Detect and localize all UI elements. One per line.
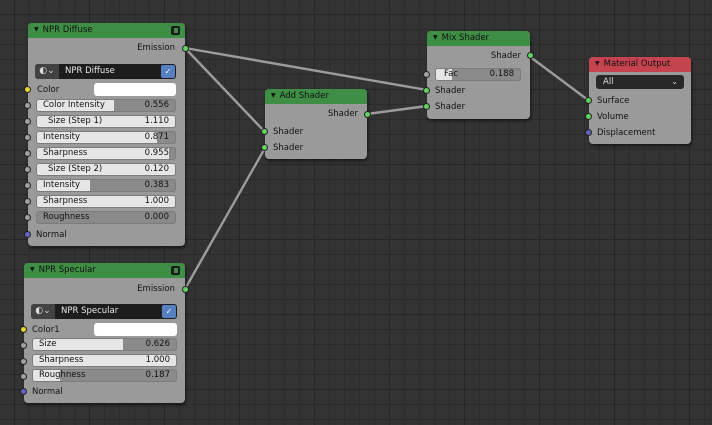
- input-shader-1-label: Shader: [273, 127, 304, 137]
- node-header[interactable]: ▼Mix Shader: [427, 31, 530, 46]
- node-npr-diffuse[interactable]: ▼NPR Diffuse Emission ◐⌄ NPR Diffuse ✓ C…: [24, 23, 189, 246]
- slider-fac[interactable]: Fac 0.188: [435, 68, 521, 81]
- node-header[interactable]: ▼Add Shader: [265, 89, 367, 104]
- node-header[interactable]: ▼NPR Diffuse: [28, 23, 185, 38]
- input-normal-label: Normal: [32, 387, 63, 397]
- slider-size[interactable]: Size 0.626: [32, 338, 177, 351]
- input-surface-label: Surface: [597, 96, 630, 106]
- group-name-field[interactable]: NPR Diffuse: [65, 66, 115, 76]
- output-emission-label: Emission: [137, 43, 175, 53]
- socket-fac-input[interactable]: [423, 71, 430, 78]
- socket-emission-output[interactable]: [182, 45, 189, 52]
- node-group-selector[interactable]: ◐⌄ NPR Specular ✓: [31, 304, 177, 319]
- socket-input[interactable]: [24, 150, 31, 157]
- collapse-triangle-icon[interactable]: ▼: [271, 92, 276, 99]
- field-size-step-2[interactable]: Size (Step 2) 0.120: [36, 163, 176, 176]
- socket-input[interactable]: [24, 118, 31, 125]
- slider-sharpness-1[interactable]: Sharpness 0.955: [36, 147, 176, 160]
- socket-input[interactable]: [20, 342, 27, 349]
- fake-user-shield-icon[interactable]: ✓: [162, 305, 176, 318]
- socket-shader-output[interactable]: [527, 52, 534, 59]
- collapse-triangle-icon[interactable]: ▼: [30, 266, 35, 273]
- node-group-selector[interactable]: ◐⌄ NPR Diffuse ✓: [35, 64, 176, 79]
- slider-intensity-1[interactable]: Intensity 0.871: [36, 131, 176, 144]
- color-swatch[interactable]: [94, 323, 177, 336]
- slider-roughness[interactable]: Roughness 0.000: [36, 211, 176, 224]
- fake-user-shield-icon[interactable]: ✓: [161, 65, 175, 78]
- socket-input[interactable]: [24, 134, 31, 141]
- socket-input[interactable]: [20, 358, 27, 365]
- socket-input[interactable]: [24, 198, 31, 205]
- output-emission-label: Emission: [137, 284, 175, 294]
- node-material-output[interactable]: ▼Material Output All ⌄ Surface Volume Di…: [585, 57, 691, 144]
- socket-shader-input-1[interactable]: [423, 87, 430, 94]
- node-title: Mix Shader: [441, 33, 490, 43]
- socket-input[interactable]: [24, 166, 31, 173]
- slider-intensity-2[interactable]: Intensity 0.383: [36, 179, 176, 192]
- socket-volume-input[interactable]: [585, 113, 592, 120]
- socket-input[interactable]: [24, 182, 31, 189]
- socket-shader-input-2[interactable]: [261, 144, 268, 151]
- target-dropdown[interactable]: All ⌄: [596, 75, 684, 89]
- node-npr-specular[interactable]: ▼NPR Specular Emission ◐⌄ NPR Specular ✓…: [20, 263, 189, 403]
- input-shader-2-label: Shader: [273, 143, 304, 153]
- socket-color1-input[interactable]: [20, 326, 27, 333]
- socket-displacement-input[interactable]: [585, 129, 592, 136]
- output-shader-label: Shader: [490, 51, 521, 61]
- socket-shader-output[interactable]: [364, 111, 371, 118]
- link-mix-to-output: [527, 54, 590, 102]
- chevron-down-icon: ⌄: [671, 77, 678, 86]
- socket-input[interactable]: [24, 214, 31, 221]
- socket-shader-input-2[interactable]: [423, 103, 430, 110]
- collapse-triangle-icon[interactable]: ▼: [433, 34, 438, 41]
- input-color1-label: Color1: [32, 325, 60, 335]
- input-color-label: Color: [37, 85, 60, 95]
- node-title: NPR Specular: [38, 265, 96, 275]
- socket-normal-input[interactable]: [20, 388, 27, 395]
- node-add-shader[interactable]: ▼Add Shader Shader Shader Shader: [261, 89, 371, 159]
- input-displacement-label: Displacement: [597, 128, 656, 138]
- node-title: NPR Diffuse: [42, 25, 93, 35]
- input-shader-1-label: Shader: [435, 86, 466, 96]
- node-tree-icon[interactable]: ◐⌄: [35, 64, 59, 79]
- input-normal-label: Normal: [36, 230, 67, 240]
- node-title: Material Output: [603, 59, 671, 69]
- link-diffuse-to-mix: [183, 46, 429, 92]
- field-size-step-1[interactable]: Size (Step 1) 1.110: [36, 115, 176, 128]
- socket-shader-input-1[interactable]: [261, 128, 268, 135]
- slider-sharpness[interactable]: Sharpness 1.000: [32, 354, 177, 367]
- collapse-triangle-icon[interactable]: ▼: [595, 60, 600, 67]
- slider-sharpness-2[interactable]: Sharpness 1.000: [36, 195, 176, 208]
- node-group-icon[interactable]: [171, 26, 180, 35]
- node-group-icon[interactable]: [171, 266, 180, 275]
- slider-color-intensity[interactable]: Color Intensity 0.556: [36, 99, 176, 112]
- socket-normal-input[interactable]: [24, 231, 31, 238]
- socket-input[interactable]: [24, 102, 31, 109]
- color-swatch[interactable]: [94, 83, 176, 96]
- link-add-to-mix: [365, 104, 429, 116]
- link-specular-to-add: [183, 146, 267, 291]
- group-name-field[interactable]: NPR Specular: [61, 306, 119, 316]
- socket-emission-output[interactable]: [182, 286, 189, 293]
- node-title: Add Shader: [279, 91, 329, 101]
- link-diffuse-to-add: [183, 46, 267, 134]
- socket-input[interactable]: [20, 373, 27, 380]
- node-tree-icon[interactable]: ◐⌄: [31, 304, 55, 319]
- input-volume-label: Volume: [597, 112, 629, 122]
- slider-roughness[interactable]: Roughness 0.187: [32, 369, 177, 382]
- node-header[interactable]: ▼NPR Specular: [24, 263, 185, 278]
- input-shader-2-label: Shader: [435, 102, 466, 112]
- target-value: All: [603, 77, 614, 87]
- socket-color-input[interactable]: [24, 86, 31, 93]
- node-mix-shader[interactable]: ▼Mix Shader Shader Fac 0.188 Shader Shad…: [423, 31, 534, 119]
- socket-surface-input[interactable]: [585, 97, 592, 104]
- node-header[interactable]: ▼Material Output: [589, 57, 691, 72]
- collapse-triangle-icon[interactable]: ▼: [34, 26, 39, 33]
- output-shader-label: Shader: [327, 109, 358, 119]
